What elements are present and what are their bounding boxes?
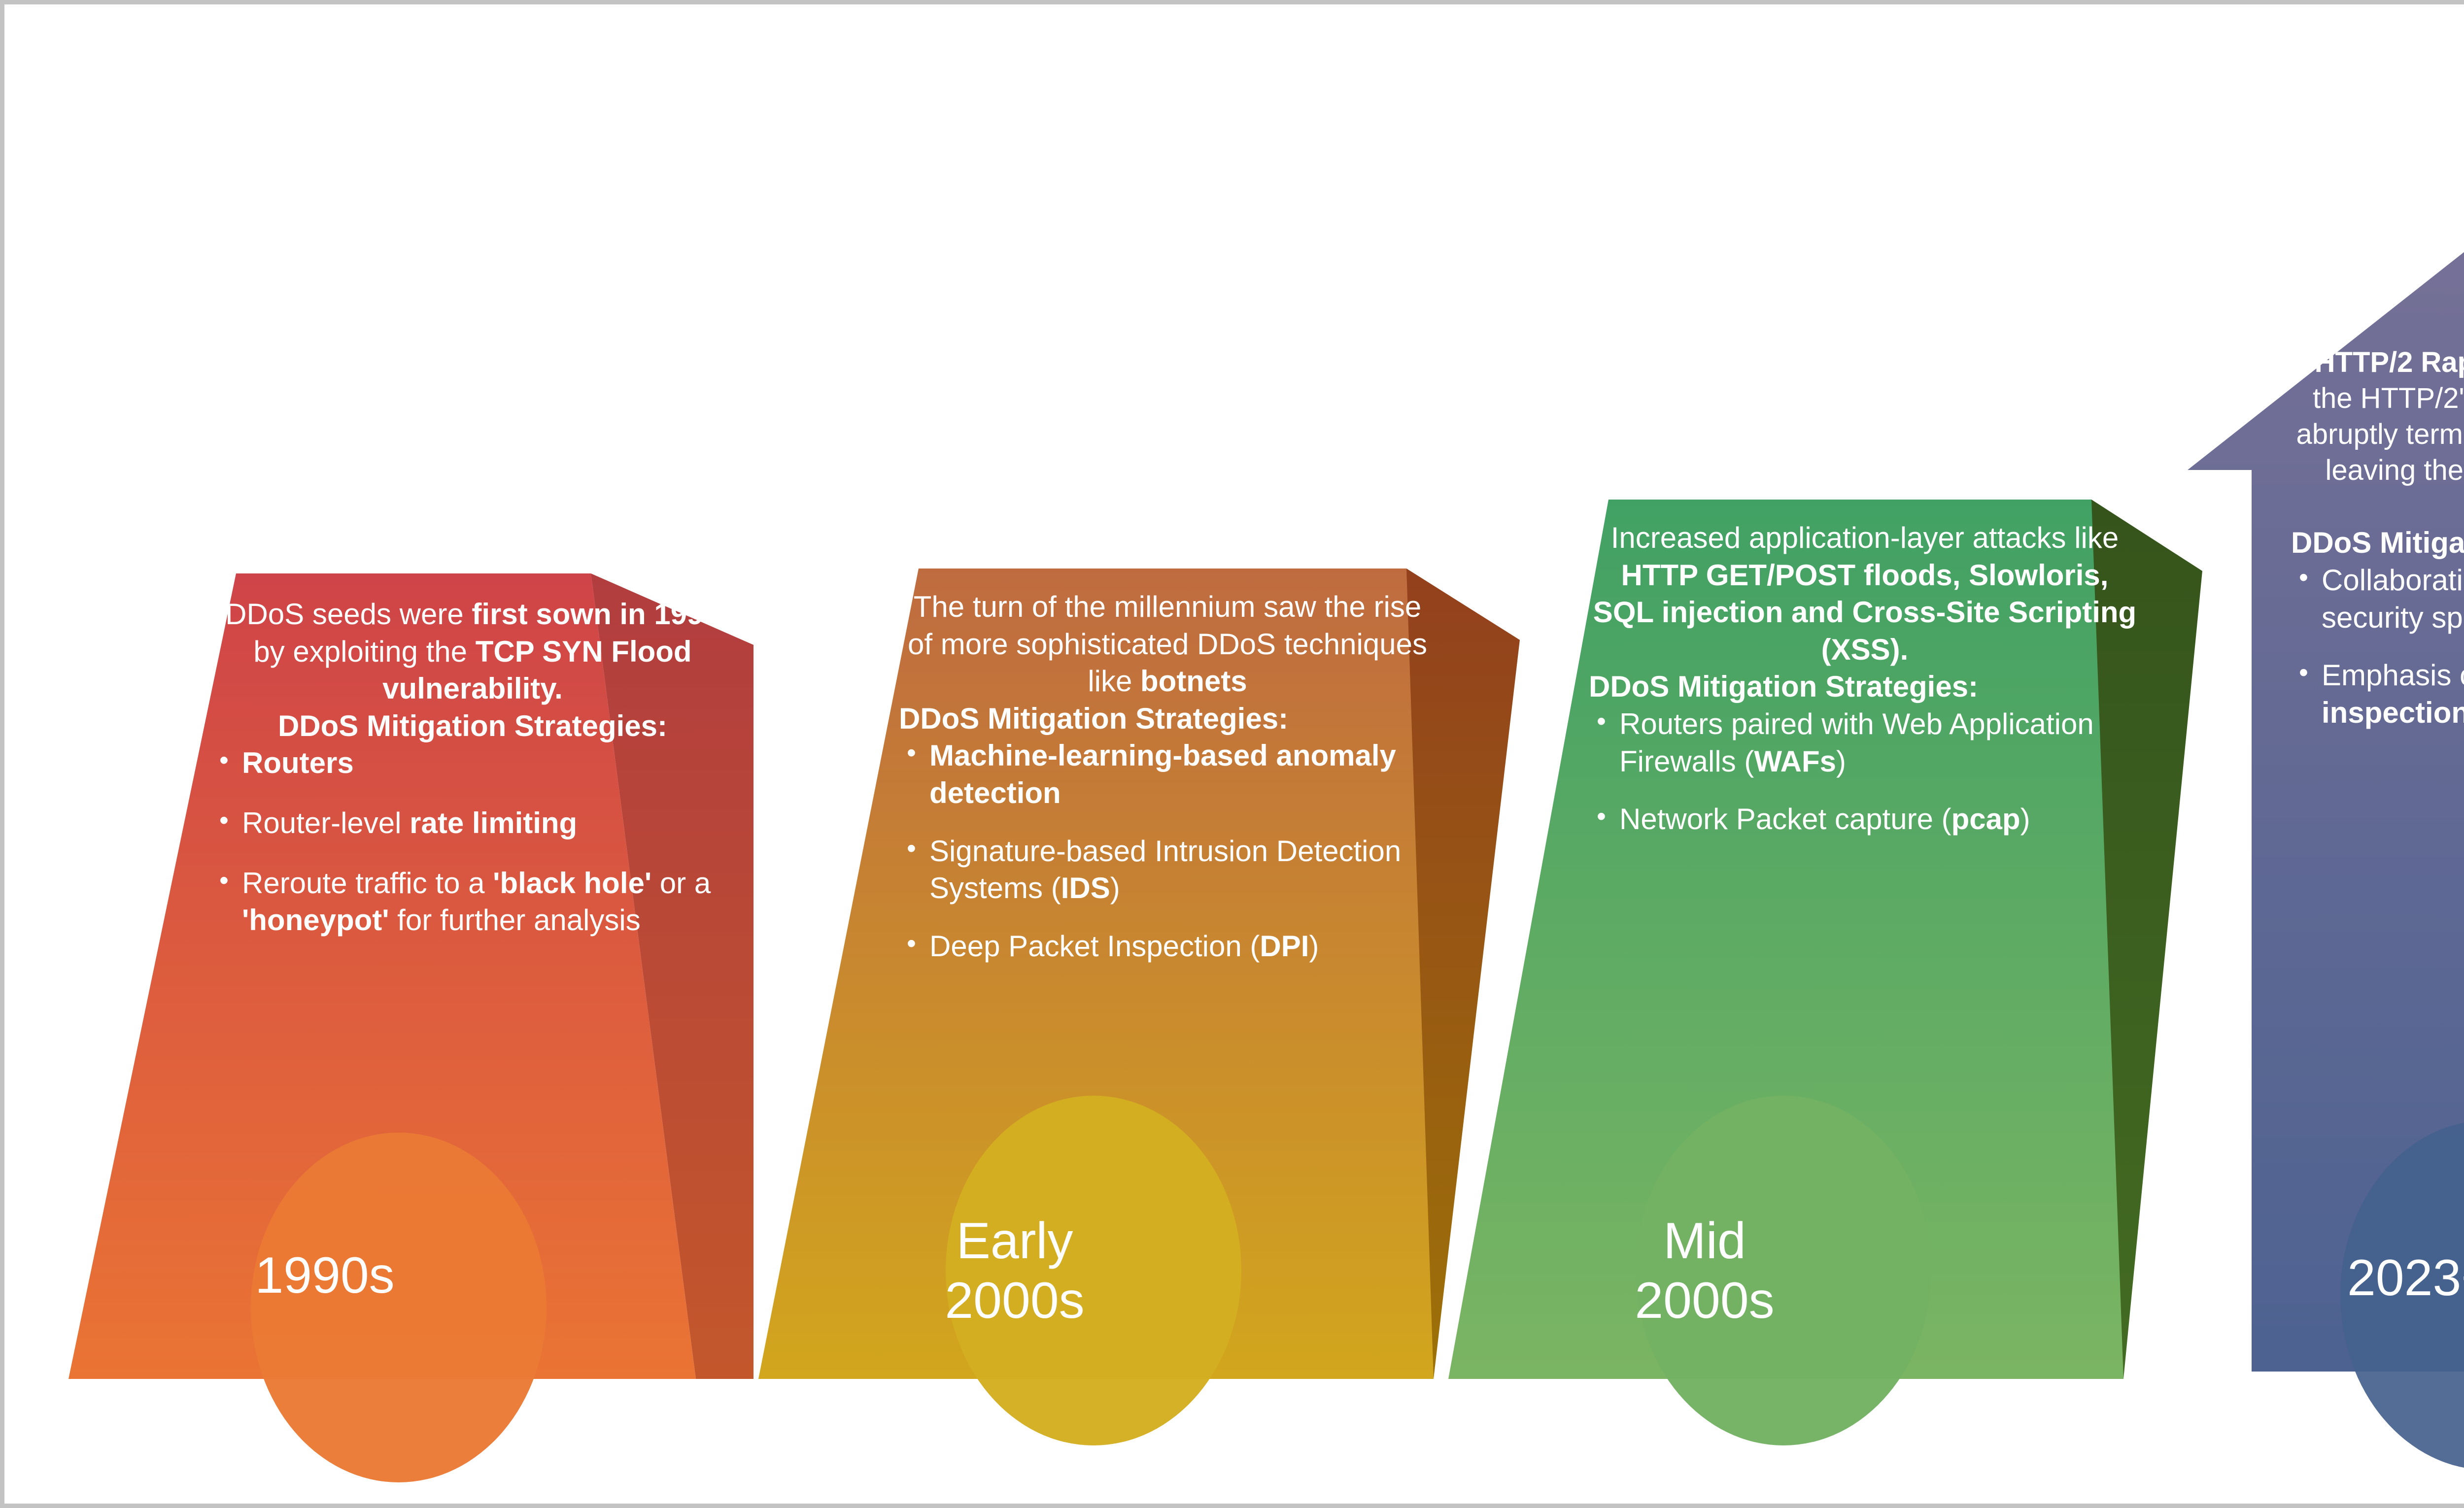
mitigation-list-item: Reroute traffic to a 'black hole' or a '… [211,864,734,939]
mitigation-heading: DDoS Mitigation Strategies: [2291,526,2464,560]
mitigation-list-item: Router-level rate limiting [211,804,734,842]
mitigation-list: Machine-learning-based anomaly detection… [899,736,1436,965]
stage-badge-mid-2000s: Mid 2000s [1572,1211,1838,1330]
mitigation-list-item: Deep Packet Inspection (DPI) [899,927,1436,965]
stage-lead-text: Increased application-layer attacks like… [1593,521,2137,666]
mitigation-list-item: Collaboration between network and securi… [2291,561,2464,636]
mitigation-heading: DDoS Mitigation Strategies: [899,702,1289,735]
mitigation-list-item: Signature-based Intrusion Detection Syst… [899,832,1436,907]
badge-line-2: 2000s [945,1272,1085,1329]
stage-panel-mid-2000s: Increased application-layer attacks like… [1589,519,2141,859]
stage-panel-1990s: DDoS seeds were first sown in 1996 by ex… [211,596,734,962]
mitigation-list: RoutersRouter-level rate limitingReroute… [211,743,734,939]
stage-lead-text: The turn of the millennium saw the rise … [908,590,1427,698]
stage-badge-2023-plus: 2023+ [2281,1248,2464,1308]
stage-badge-1990s: 1990s [192,1246,458,1306]
stage-lead-text: HTTP/2 Rapid Reset attacks leverages the… [2296,346,2464,487]
mitigation-list-item: Emphasis on application-layer inspection… [2291,656,2464,731]
stage-panel-2023-plus: HTTP/2 Rapid Reset attacks leverages the… [2291,344,2464,752]
mitigation-list: Collaboration between network and securi… [2291,561,2464,731]
badge-line-1: Mid [1663,1212,1746,1270]
mitigation-list-item: Routers paired with Web Application Fire… [1589,704,2141,780]
badge-line-1: 1990s [255,1247,395,1304]
mitigation-list: Routers paired with Web Application Fire… [1589,704,2141,838]
stage-panel-early-2000s: The turn of the millennium saw the rise … [899,588,1436,985]
badge-line-1: Early [956,1212,1073,1270]
mitigation-list-item: Machine-learning-based anomaly detection [899,736,1436,811]
stage-lead-text: DDoS seeds were first sown in 1996 by ex… [225,598,720,705]
mitigation-list-item: Routers [211,743,734,782]
stage-shape-2023-plus [2188,252,2464,1468]
mitigation-heading: DDoS Mitigation Strategies: [277,709,668,742]
badge-line-1: 2023+ [2347,1249,2464,1307]
mitigation-heading: DDoS Mitigation Strategies: [1589,670,1979,704]
stage-badge-early-2000s: Early 2000s [882,1211,1148,1330]
mitigation-list-item: Network Packet capture (pcap) [1589,800,2141,838]
badge-line-2: 2000s [1635,1272,1775,1329]
